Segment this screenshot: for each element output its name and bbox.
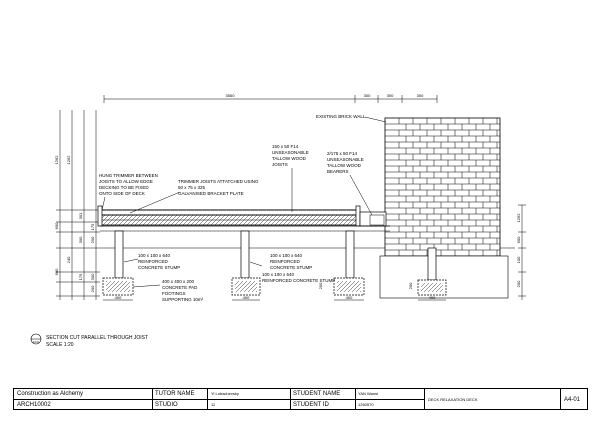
hung-trimmer-line-1: HUNG TRIMMER BETWEEN xyxy=(99,173,158,178)
stump-left xyxy=(102,230,134,296)
project-title: DECK RELAXATION DECK xyxy=(428,397,478,402)
studio-label: STUDIO xyxy=(155,402,178,408)
left-dim-2: 1262 xyxy=(66,155,71,165)
left-dim-6: 300 xyxy=(78,236,83,243)
stump-left-line-2: REINFORCED xyxy=(138,259,169,264)
stump-mid-a-line-1: 100 x 100 x 640 xyxy=(270,253,303,258)
left-dim-1: 1262 xyxy=(54,155,59,165)
trimmer-line-3: GALVANISED BRACKET PLATE xyxy=(178,191,244,196)
bearers-line-3: TALLOW WOOD xyxy=(327,163,362,168)
right-dim-2: 600 xyxy=(516,236,521,243)
left-dimension-chains: 1262 1262 600 301 175 300 200 600 240 17… xyxy=(54,110,100,300)
student-id-label: STUDENT ID xyxy=(293,402,329,408)
right-dim-4: 200 xyxy=(516,280,521,287)
student-name-value: YAN Wansi xyxy=(358,391,379,396)
studio-value: 12 xyxy=(211,402,216,407)
stump-mid xyxy=(231,230,261,296)
deck-frame xyxy=(97,205,390,232)
footings-line-2: CONCRETE PAD xyxy=(162,285,198,290)
left-dim-8: 600 xyxy=(54,268,59,275)
left-dim-10: 175 xyxy=(78,273,83,280)
left-dim-9: 240 xyxy=(66,256,71,263)
label-stump-left: 100 x 100 x 640 REINFORCED CONCRETE STUM… xyxy=(123,253,180,270)
stump-right xyxy=(333,230,365,296)
stump-mid-a-line-3: CONCRETE STUMP xyxy=(270,265,312,270)
stump-left-line-1: 100 x 100 x 640 xyxy=(138,253,171,258)
stump-mid-b-line-1: 100 x 100 x 640 xyxy=(262,272,295,277)
label-hung-trimmer: HUNG TRIMMER BETWEEN JOISTS TO ALLOW EDG… xyxy=(99,173,158,211)
stump-mid-b-line-2: REINFORCED CONCRETE STUMP xyxy=(262,278,335,283)
right-dim-1: 1262 xyxy=(516,213,521,223)
top-dimension-chain: 3550 300 300 300 xyxy=(103,93,438,103)
side-dim-2: 200 xyxy=(408,282,413,289)
left-dim-12: 200 xyxy=(90,285,95,292)
footings-line-1: 400 x 400 x 200 xyxy=(162,279,195,284)
left-dim-4: 301 xyxy=(78,212,83,219)
hung-trimmer-line-3: DECKING TO BE FIXED xyxy=(99,185,149,190)
left-dim-11: 300 xyxy=(90,273,95,280)
label-footings: 400 x 400 x 200 CONCRETE PAD FOOTINGS SU… xyxy=(132,279,204,302)
bearers-line-1: 2/175 x 50 F14 xyxy=(327,151,358,156)
stump-mid-a-line-2: REINFORCED xyxy=(270,259,301,264)
left-dim-5: 175 xyxy=(90,223,95,230)
label-stump-mid-b: 100 x 100 x 640 REINFORCED CONCRETE STUM… xyxy=(249,261,335,283)
course-name: Construction as Alchemy xyxy=(17,391,84,397)
section-marker-ref: A4-01 xyxy=(33,341,40,344)
bearers-line-4: BEARERS xyxy=(327,169,349,174)
section-title: SECTION CUT PARALLEL THROUGH JOIST xyxy=(46,335,148,341)
bearers-line-2: UNSEASONABLE xyxy=(327,157,364,162)
bottom-dimensions: 400 400 400 400 200 200 xyxy=(103,282,446,301)
trimmer-line-1: TRIMMER JOISTS ATTATCHED USING xyxy=(178,179,259,184)
joists-line-3: TALLOW WOOD xyxy=(272,156,307,161)
top-dim-1: 3550 xyxy=(226,93,236,98)
left-dim-3: 600 xyxy=(54,222,59,229)
existing-brick-wall xyxy=(379,117,509,299)
joists-line-2: UNSEASONABLE xyxy=(272,150,309,155)
right-dimension-chain: 1262 600 100 200 xyxy=(516,204,526,300)
stump-left-line-3: CONCRETE STUMP xyxy=(138,265,180,270)
label-stump-mid-a: 100 x 100 x 640 REINFORCED CONCRETE STUM… xyxy=(270,253,312,270)
top-dim-4: 300 xyxy=(417,93,424,98)
bottom-dim-3: 400 xyxy=(346,295,353,300)
hung-trimmer-line-4: ONTO SIDE OF DECK xyxy=(99,191,145,196)
hung-trimmer-line-2: JOISTS TO ALLOW EDGE xyxy=(99,179,153,184)
bottom-dim-2: 400 xyxy=(243,295,250,300)
top-dim-3: 300 xyxy=(387,93,394,98)
tutor-value: Yi Lobachevsky xyxy=(211,391,239,396)
label-brick-wall: EXISTING BRICK WALL xyxy=(316,114,387,123)
stump-wall xyxy=(417,247,447,296)
top-dim-2: 300 xyxy=(364,93,371,98)
footings-line-4: SUPPORTING 10m² xyxy=(162,297,204,302)
tutor-label: TUTOR NAME xyxy=(155,391,195,397)
label-bearers: 2/175 x 50 F14 UNSEASONABLE TALLOW WOOD … xyxy=(327,151,373,216)
joists-line-4: JOISTS xyxy=(272,162,288,167)
trimmer-line-2: 50 x 75 x 325 xyxy=(178,185,206,190)
student-name-label: STUDENT NAME xyxy=(293,391,341,397)
joists-line-1: 150 x 50 F14 xyxy=(272,144,299,149)
section-scale: SCALE 1:20 xyxy=(46,342,74,348)
left-dim-7: 200 xyxy=(90,236,95,243)
section-marker: A4-01 SECTION CUT PARALLEL THROUGH JOIST… xyxy=(30,333,148,348)
bottom-dim-1: 400 xyxy=(115,295,122,300)
sheet-number: A4-01 xyxy=(564,397,581,403)
brick-wall-label: EXISTING BRICK WALL xyxy=(316,114,366,119)
footings-line-3: FOOTINGS xyxy=(162,291,186,296)
label-joists: 150 x 50 F14 UNSEASONABLE TALLOW WOOD JO… xyxy=(272,144,309,212)
title-block: Construction as Alchemy ARCH10002 TUTOR … xyxy=(13,388,588,410)
course-code: ARCH10002 xyxy=(17,402,51,408)
side-dim-1: 200 xyxy=(318,282,323,289)
bottom-dim-4: 400 xyxy=(429,295,436,300)
student-id-value: 1260570 xyxy=(358,402,374,407)
right-dim-3: 100 xyxy=(516,256,521,263)
label-trimmer-joists: TRIMMER JOISTS ATTATCHED USING 50 x 75 x… xyxy=(129,179,259,214)
